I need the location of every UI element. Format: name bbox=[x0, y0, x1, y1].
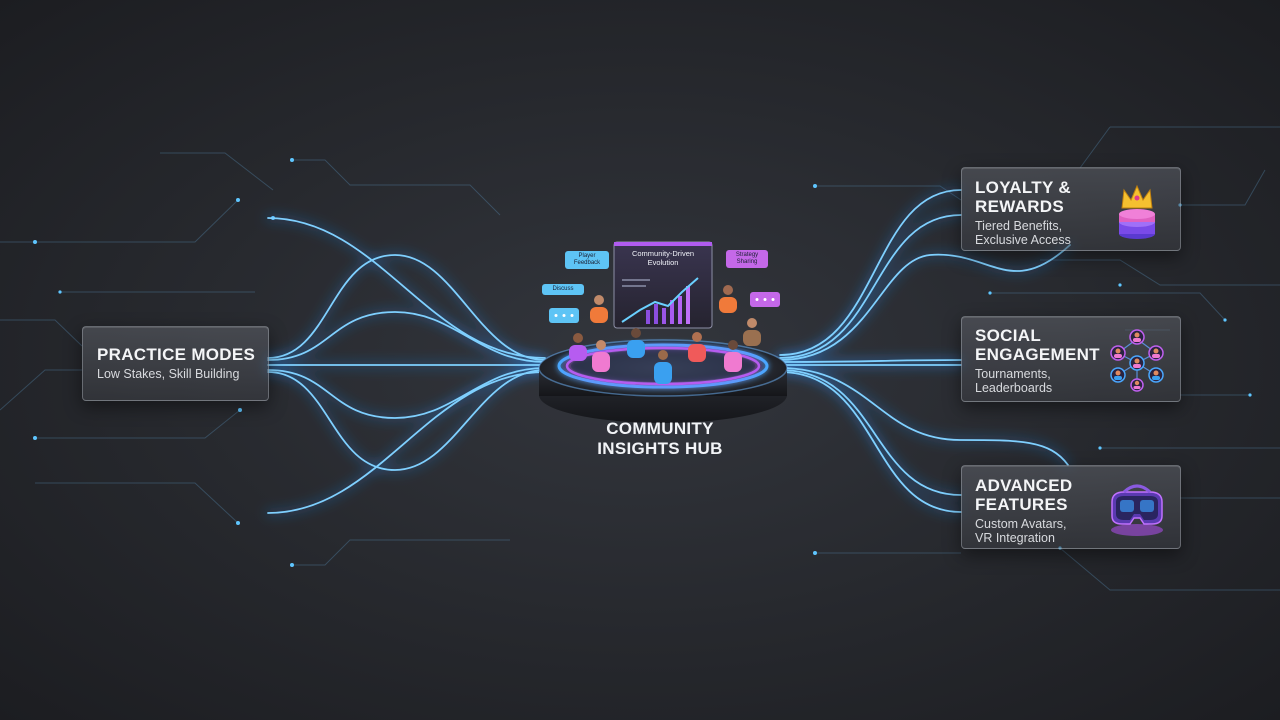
advanced-features-card[interactable]: ADVANCED FEATURES Custom Avatars, VR Int… bbox=[961, 465, 1181, 549]
flow-line bbox=[779, 359, 962, 363]
network-people-icon bbox=[1110, 329, 1164, 392]
flow-line bbox=[267, 217, 546, 359]
person-icon bbox=[592, 340, 610, 372]
vr-headset-icon bbox=[1111, 484, 1163, 536]
player-feedback-bubble: Player Feedback bbox=[565, 251, 609, 269]
community-people bbox=[569, 285, 761, 384]
card-title: SOCIAL ENGAGEMENT bbox=[975, 326, 1100, 364]
practice-modes-card[interactable]: PRACTICE MODES Low Stakes, Skill Buildin… bbox=[82, 326, 269, 401]
flow-line bbox=[267, 369, 546, 471]
right-flow-lines bbox=[777, 187, 1073, 515]
card-subtitle: Tiered Benefits, Exclusive Access bbox=[975, 219, 1071, 247]
flow-line bbox=[779, 214, 962, 359]
circuit-traces bbox=[0, 126, 1280, 591]
card-subtitle: Custom Avatars, VR Integration bbox=[975, 517, 1067, 545]
crown-coins-icon bbox=[1119, 184, 1155, 239]
person-icon bbox=[590, 295, 608, 323]
flow-line bbox=[779, 244, 1071, 361]
flow-line bbox=[267, 371, 546, 514]
card-title: PRACTICE MODES bbox=[97, 345, 256, 364]
flow-line bbox=[779, 367, 1069, 466]
person-icon bbox=[724, 340, 742, 372]
card-subtitle: Low Stakes, Skill Building bbox=[97, 367, 240, 381]
flow-line bbox=[779, 371, 962, 513]
screen-title: Community-Driven Evolution bbox=[631, 249, 695, 267]
card-title: ADVANCED FEATURES bbox=[975, 476, 1073, 514]
hub-label: COMMUNITY INSIGHTS HUB bbox=[597, 419, 723, 458]
person-icon bbox=[569, 333, 587, 361]
flow-line bbox=[267, 367, 546, 419]
person-icon bbox=[743, 318, 761, 346]
flow-line bbox=[267, 254, 546, 361]
person-icon bbox=[719, 285, 737, 313]
evolution-screen bbox=[613, 241, 713, 329]
strategy-bubble: Strategy Sharing bbox=[726, 250, 768, 268]
card-title: LOYALTY & REWARDS bbox=[975, 178, 1071, 216]
person-icon bbox=[627, 328, 645, 358]
loyalty-rewards-card[interactable]: LOYALTY & REWARDS Tiered Benefits, Exclu… bbox=[961, 167, 1181, 251]
person-icon bbox=[654, 350, 672, 384]
flow-line bbox=[779, 369, 962, 496]
person-icon bbox=[688, 332, 706, 362]
flow-line bbox=[267, 311, 546, 363]
flow-line bbox=[779, 189, 962, 356]
card-subtitle: Tournaments, Leaderboards bbox=[975, 367, 1053, 395]
social-engagement-card[interactable]: SOCIAL ENGAGEMENT Tournaments, Leaderboa… bbox=[961, 316, 1181, 402]
discuss-bubble: Discuss bbox=[542, 284, 584, 295]
chat-bubbles bbox=[549, 292, 780, 323]
left-flow-lines bbox=[265, 215, 548, 516]
